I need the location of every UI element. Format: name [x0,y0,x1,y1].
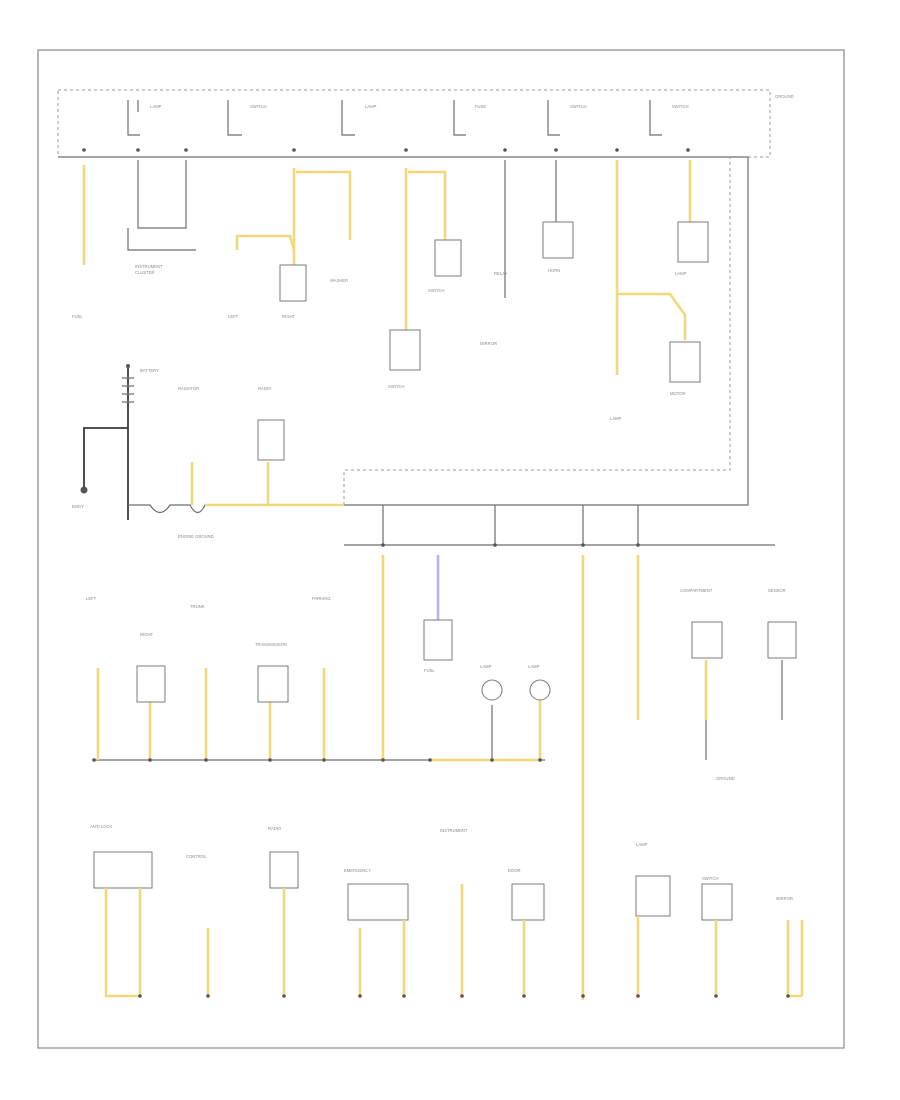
svg-text:LEFT: LEFT [86,596,97,601]
svg-text:GROUND: GROUND [775,94,794,99]
middle-section-nodes [92,758,542,762]
bottom-ground-nodes [138,994,790,998]
svg-text:SWITCH: SWITCH [388,384,405,389]
top-component-enclosure [57,89,771,506]
svg-text:LEFT: LEFT [228,314,239,319]
svg-text:SWITCH: SWITCH [428,288,445,293]
middle-section-components: LEFT RIGHT TRUNK TRANSMISSION PARKING FU… [86,588,797,781]
diagram-frame [37,49,845,1049]
svg-text:LAMP: LAMP [636,842,648,847]
top-ground-nodes [82,148,690,152]
svg-text:SWITCH: SWITCH [702,876,719,881]
svg-text:LAMP: LAMP [150,104,162,109]
svg-text:LAMP: LAMP [675,271,687,276]
svg-text:CONTROL: CONTROL [186,854,207,859]
svg-text:PARKING: PARKING [312,596,331,601]
top-section-wires [82,160,692,375]
top-section-components: INSTRUMENT CLUSTER LEFT RIGHT WASHER SWI… [72,221,709,461]
svg-text:RELAY: RELAY [494,271,508,276]
bottom-section-wires [104,884,804,998]
svg-text:RADIO: RADIO [258,386,272,391]
svg-text:INSTRUMENT: INSTRUMENT [135,264,163,269]
middle-section-wires [94,555,783,1000]
svg-text:CLUSTER: CLUSTER [135,270,155,275]
svg-text:HORN: HORN [548,268,560,273]
svg-text:LAMP: LAMP [528,664,540,669]
svg-text:FUEL: FUEL [72,314,83,319]
svg-text:MIRROR: MIRROR [480,341,497,346]
svg-text:ANTI-LOCK: ANTI-LOCK [90,824,113,829]
svg-text:SWITCH: SWITCH [250,104,267,109]
svg-text:RADIO: RADIO [268,826,282,831]
svg-text:INSTRUMENT: INSTRUMENT [440,828,468,833]
svg-text:LAMP: LAMP [365,104,377,109]
svg-text:GROUND: GROUND [716,776,735,781]
svg-text:SENSOR: SENSOR [768,588,786,593]
svg-text:LAMP: LAMP [610,416,622,421]
svg-text:TRUNK: TRUNK [190,604,205,609]
svg-text:FUSE: FUSE [475,104,486,109]
svg-text:BATTERY: BATTERY [140,368,159,373]
svg-text:FUEL: FUEL [424,668,435,673]
svg-text:COMPARTMENT: COMPARTMENT [680,588,713,593]
svg-text:ENGINE GROUND: ENGINE GROUND [178,534,214,539]
middle-bus [344,505,775,547]
svg-text:TRANSMISSION: TRANSMISSION [255,642,287,647]
svg-text:SWITCH: SWITCH [570,104,587,109]
svg-text:LAMP: LAMP [480,664,492,669]
svg-text:MOTOR: MOTOR [670,391,686,396]
svg-text:MIRROR: MIRROR [776,896,793,901]
svg-text:BODY: BODY [72,504,84,509]
svg-text:DOOR: DOOR [508,868,521,873]
svg-text:WASHER: WASHER [330,278,348,283]
svg-text:RIGHT: RIGHT [282,314,295,319]
svg-text:SWITCH: SWITCH [672,104,689,109]
top-row-switches: LAMP SWITCH LAMP FUSE SWITCH SWITCH GROU… [127,94,794,136]
svg-text:RADIATOR: RADIATOR [178,386,199,391]
svg-text:EMERGENCY: EMERGENCY [344,868,371,873]
svg-text:RIGHT: RIGHT [140,632,153,637]
battery-ground-area: BATTERY BODY RADIATOR RADIO ENGINE GROUN… [72,364,344,539]
bottom-section-components: ANTI-LOCK CONTROL RADIO EMERGENCY INSTRU… [90,824,793,921]
